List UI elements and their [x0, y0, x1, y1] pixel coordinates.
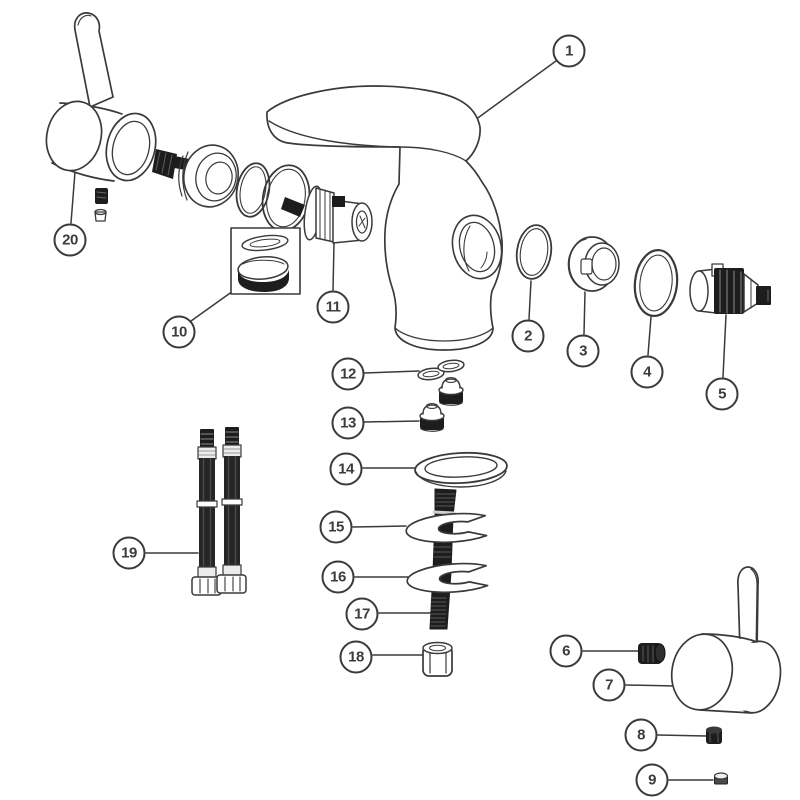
callout-4-label: 4: [643, 363, 651, 381]
leader-line-8: [657, 734, 707, 737]
handle-bottom-edge: [699, 709, 753, 714]
callout-10: 10: [162, 315, 196, 349]
leader-line-13: [363, 420, 420, 423]
callout-1: 1: [552, 34, 586, 68]
handle-lever: [737, 566, 759, 653]
handle-lever-cap-line: [77, 14, 92, 26]
callout-16-label: 16: [330, 568, 346, 586]
handle-near-face: [670, 633, 734, 711]
handle-open-face-inner: [111, 120, 151, 176]
callout-2: 2: [511, 319, 545, 353]
callout-10-label: 10: [171, 323, 187, 341]
body-base-line: [394, 327, 494, 342]
body-window-inner: [458, 221, 496, 273]
leader-line-15: [352, 525, 407, 528]
cartridge-retainer-cap: [178, 144, 239, 208]
cartridge-tab: [332, 196, 345, 207]
callout-13: 13: [331, 406, 365, 440]
part-16-clamp-lower: [406, 562, 489, 594]
callout-7-label: 7: [605, 676, 613, 694]
spout-inner-line: [399, 146, 467, 162]
leader-line-11: [332, 242, 335, 291]
cartridge-o-rings: [235, 162, 311, 232]
part-18-mounting-nut: [422, 641, 453, 677]
callout-5-label: 5: [718, 385, 726, 403]
callout-14-label: 14: [338, 460, 354, 478]
leader-line-1: [474, 60, 557, 121]
leader-line-4: [647, 316, 652, 356]
callout-15: 15: [319, 510, 353, 544]
leader-line-3: [583, 291, 586, 335]
part-19-supply-hoses: [191, 427, 247, 596]
callout-1-label: 1: [565, 42, 573, 60]
part-8-lock-nut: [706, 726, 722, 744]
callout-12: 12: [331, 357, 365, 391]
leader-line-5: [722, 314, 727, 378]
callout-2-label: 2: [524, 327, 532, 345]
leader-lines: [70, 60, 727, 781]
spout-underside-line: [268, 120, 400, 148]
callout-20-label: 20: [62, 231, 78, 249]
part-10-seal-detail-box: [230, 227, 301, 295]
part-13-check-valves: [419, 377, 464, 432]
callout-20: 20: [53, 223, 87, 257]
callout-13-label: 13: [340, 414, 356, 432]
leader-line-7: [625, 684, 677, 687]
leader-line-10: [190, 290, 234, 322]
callout-17-label: 17: [354, 605, 370, 623]
callout-16: 16: [321, 560, 355, 594]
part-4-o-ring: [633, 249, 679, 317]
leader-line-2: [528, 280, 532, 320]
dome-seal-band: [238, 269, 289, 292]
part-17-threaded-stud: [429, 488, 457, 630]
callout-6-label: 6: [562, 642, 570, 660]
callout-4: 4: [630, 355, 664, 389]
callout-7: 7: [592, 668, 626, 702]
part-15-clamp-upper: [405, 512, 488, 544]
callout-3-label: 3: [579, 342, 587, 360]
callout-9-label: 9: [648, 771, 656, 789]
callout-18-label: 18: [348, 648, 364, 666]
part-11-cartridge: [281, 185, 373, 244]
body-window-outer: [451, 214, 503, 280]
part-3-ring-nut: [567, 236, 620, 292]
callout-11-label: 11: [325, 298, 341, 316]
handle-closed-face: [45, 100, 103, 172]
callout-8-label: 8: [637, 726, 645, 744]
part-9-cap: [713, 772, 729, 785]
callout-17: 17: [345, 597, 379, 631]
callout-15-label: 15: [328, 518, 344, 536]
cartridge-spline-stem: [281, 197, 305, 217]
part-12-washers: [417, 359, 465, 381]
callout-19-label: 19: [121, 544, 137, 562]
handle-lever: [73, 12, 114, 108]
callout-12-label: 12: [340, 365, 356, 383]
callout-11: 11: [316, 290, 350, 324]
part-14-base-gasket: [414, 451, 508, 488]
part-7-handle: [670, 566, 782, 714]
callout-5: 5: [705, 377, 739, 411]
leader-line-20: [70, 171, 76, 224]
handle-grub-screw: [95, 188, 108, 204]
callout-9: 9: [635, 763, 669, 797]
callout-18: 18: [339, 640, 373, 674]
callout-8: 8: [624, 718, 658, 752]
part-2-o-ring: [515, 224, 553, 280]
callout-3: 3: [566, 334, 600, 368]
callout-19: 19: [112, 536, 146, 570]
part-20-handle: [45, 12, 157, 222]
part-5-valve-insert: [689, 263, 771, 314]
callout-14: 14: [329, 452, 363, 486]
leader-line-12: [363, 370, 420, 374]
dome-seal-top: [237, 256, 289, 280]
callout-6: 6: [549, 634, 583, 668]
part-6-grub-screw: [638, 643, 666, 664]
part-1-faucet-body: [266, 85, 503, 351]
